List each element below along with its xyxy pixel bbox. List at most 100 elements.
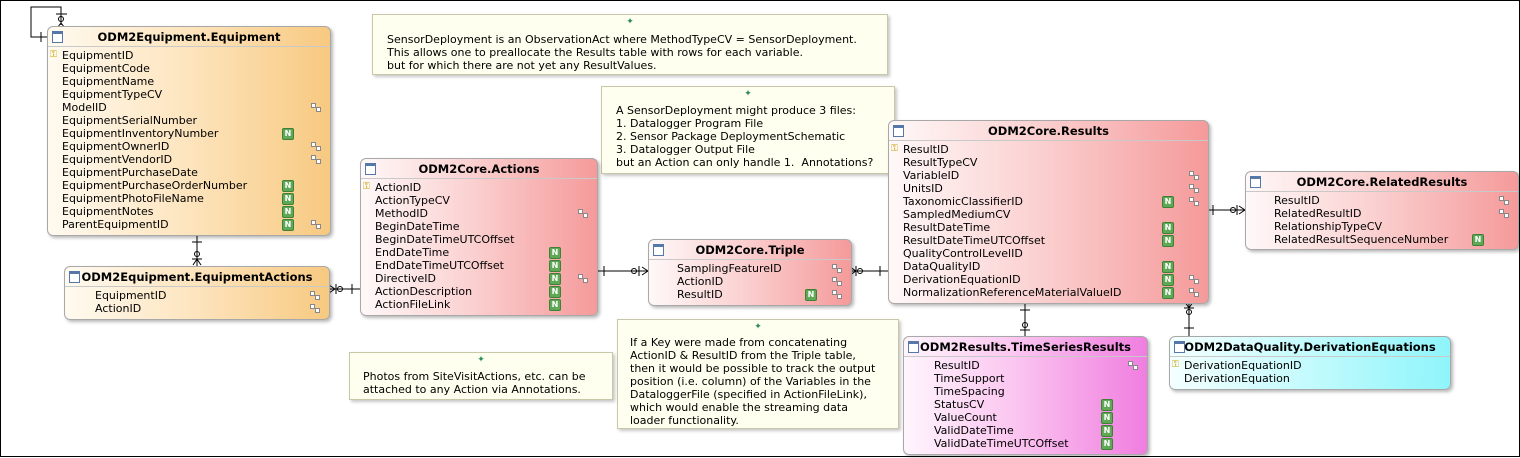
column-row[interactable]: RelationshipTypeCV: [1246, 220, 1518, 233]
table-header: ODM2Equipment.EquipmentActions: [65, 267, 329, 287]
nullable-badge: N: [1101, 438, 1113, 450]
column-row[interactable]: DerivationEquation: [1170, 372, 1450, 385]
table-derivation-equations[interactable]: ODM2DataQuality.DerivationEquations ⚿Der…: [1169, 336, 1451, 390]
pin-icon: ✦: [754, 322, 762, 332]
column-row[interactable]: ActionID: [649, 275, 851, 288]
column-row[interactable]: EquipmentOwnerID: [48, 140, 330, 153]
column-name: ValueCount: [934, 411, 997, 424]
table-icon: [908, 341, 919, 353]
column-name: DataQualityID: [903, 260, 981, 273]
column-row[interactable]: EquipmentTypeCV: [48, 88, 330, 101]
column-name: RelationshipTypeCV: [1274, 220, 1382, 233]
column-name: EquipmentOwnerID: [62, 140, 170, 153]
column-row[interactable]: EquipmentCode: [48, 62, 330, 75]
column-row[interactable]: EquipmentVendorID: [48, 153, 330, 166]
column-row[interactable]: DirectiveID N: [361, 272, 597, 285]
column-row[interactable]: ActionTypeCV: [361, 194, 597, 207]
column-row[interactable]: EquipmentID: [65, 289, 329, 302]
column-row[interactable]: ResultID: [904, 359, 1147, 372]
table-equipment-actions[interactable]: ODM2Equipment.EquipmentActions Equipment…: [64, 266, 330, 320]
nullable-badge: N: [549, 273, 561, 285]
note-key-triple[interactable]: ✦ If a Key were made from concatenating …: [617, 319, 899, 429]
column-row[interactable]: VariableID: [889, 169, 1208, 182]
nullable-badge: N: [282, 180, 294, 192]
column-row[interactable]: SampledMediumCV: [889, 208, 1208, 221]
column-row[interactable]: BeginDateTime: [361, 220, 597, 233]
column-row[interactable]: BeginDateTimeUTCOffset: [361, 233, 597, 246]
note-text: If a Key were made from concatenating Ac…: [630, 336, 876, 427]
column-row[interactable]: ModelID: [48, 101, 330, 114]
table-header: ODM2Core.RelatedResults: [1246, 172, 1518, 192]
column-row[interactable]: TimeSpacing: [904, 385, 1147, 398]
column-name: DirectiveID: [375, 272, 436, 285]
column-row[interactable]: TimeSupport: [904, 372, 1147, 385]
foreign-key-icon: [578, 274, 589, 283]
table-title: ODM2Equipment.EquipmentActions: [81, 270, 313, 284]
foreign-key-icon: [1189, 171, 1200, 180]
column-row[interactable]: QualityControlLevelID: [889, 247, 1208, 260]
nullable-badge: N: [805, 289, 817, 301]
column-row[interactable]: MethodID: [361, 207, 597, 220]
column-name: EquipmentInventoryNumber: [62, 127, 219, 140]
column-row[interactable]: EquipmentSerialNumber: [48, 114, 330, 127]
column-name: EquipmentName: [62, 75, 155, 88]
column-name: EquipmentSerialNumber: [62, 114, 198, 127]
column-row[interactable]: UnitsID: [889, 182, 1208, 195]
column-row[interactable]: SamplingFeatureID: [649, 262, 851, 275]
note-three-files[interactable]: ✦ A SensorDeployment might produce 3 fil…: [601, 86, 895, 174]
column-name: EquipmentID: [62, 49, 134, 62]
column-row[interactable]: EquipmentName: [48, 75, 330, 88]
column-row[interactable]: ⚿ActionID: [361, 181, 597, 194]
note-photos[interactable]: ✦ Photos from SiteVisitActions, etc. can…: [349, 352, 613, 400]
column-name: SamplingFeatureID: [677, 262, 782, 275]
foreign-key-icon: [311, 155, 322, 164]
column-row[interactable]: ResultTypeCV: [889, 156, 1208, 169]
table-title: ODM2Core.Results: [988, 124, 1109, 138]
table-header: ODM2Core.Actions: [361, 159, 597, 179]
column-name: TimeSupport: [934, 372, 1005, 385]
column-row[interactable]: ⚿DerivationEquationID: [1170, 359, 1450, 372]
column-name: EquipmentCode: [62, 62, 150, 75]
column-name: ResultDateTimeUTCOffset: [903, 234, 1046, 247]
column-row[interactable]: EquipmentPurchaseDate: [48, 166, 330, 179]
column-name: DerivationEquation: [1184, 372, 1290, 385]
note-sensor-deployment[interactable]: ✦ SensorDeployment is an ObservationAct …: [372, 14, 888, 75]
column-row[interactable]: ⚿EquipmentID: [48, 49, 330, 62]
column-row[interactable]: ResultID: [1246, 194, 1518, 207]
column-row[interactable]: RelatedResultID: [1246, 207, 1518, 220]
column-row[interactable]: ActionID: [65, 302, 329, 315]
foreign-key-icon: [1128, 361, 1139, 370]
column-row[interactable]: ⚿ResultID: [889, 143, 1208, 156]
note-text: A SensorDeployment might produce 3 files…: [616, 104, 874, 169]
primary-key-icon: ⚿: [1172, 360, 1179, 370]
column-name: TaxonomicClassifierID: [903, 195, 1023, 208]
